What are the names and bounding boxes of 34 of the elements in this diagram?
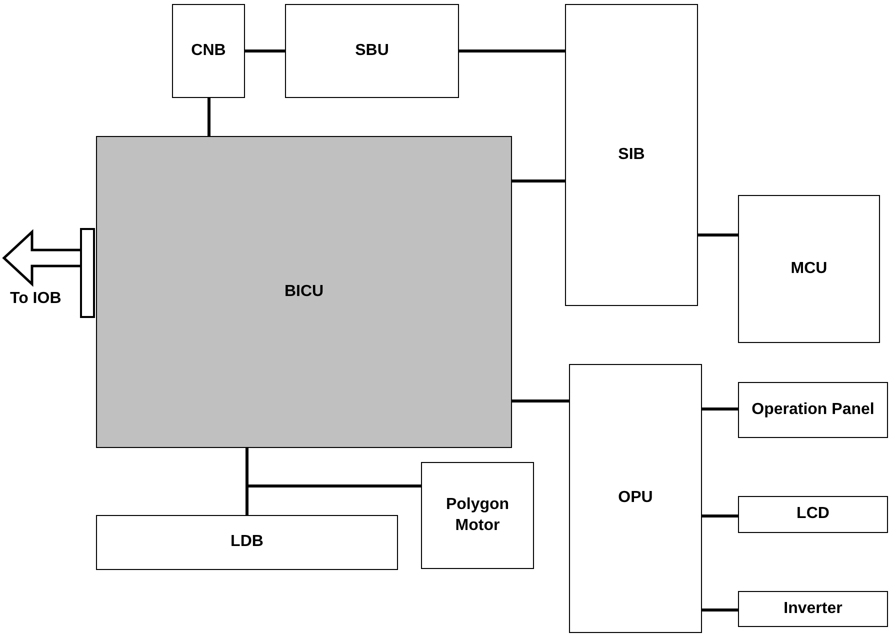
block-box: [565, 4, 698, 306]
connector-line: [512, 400, 569, 402]
connector-line: [702, 608, 738, 612]
block-label: Inverter: [784, 598, 842, 619]
connector-line: [208, 98, 210, 136]
block-label: SBU: [355, 40, 389, 61]
block-label: OPU: [618, 488, 653, 508]
block-label: MCU: [790, 258, 828, 279]
block-box: [738, 496, 888, 533]
block-box: [96, 515, 398, 570]
block-box: [569, 364, 702, 633]
block-label: LDB: [230, 532, 264, 552]
connector-bar: [80, 228, 95, 318]
connector-line: [245, 50, 285, 52]
block-box: [96, 136, 512, 448]
block-label: Polygon Motor: [444, 494, 510, 536]
connector-line: [702, 408, 738, 410]
block-box: [285, 4, 459, 98]
connector-line: [698, 234, 738, 236]
block-label: SIB: [618, 144, 645, 165]
block-box: [738, 591, 888, 627]
connector-line: [246, 448, 421, 488]
block-box: [421, 462, 534, 569]
block-box: [738, 195, 880, 343]
block-label: LCD: [796, 504, 830, 524]
connector-line: [702, 514, 738, 518]
block-box: [172, 4, 245, 98]
block-label: BICU: [284, 282, 324, 302]
edge-label: To IOB: [10, 290, 62, 308]
block-label: CNB: [191, 40, 226, 61]
connector-line: [512, 180, 565, 182]
connector-line: [459, 50, 565, 52]
block-box: [738, 382, 888, 438]
block-label: Operation Panel: [752, 400, 874, 420]
